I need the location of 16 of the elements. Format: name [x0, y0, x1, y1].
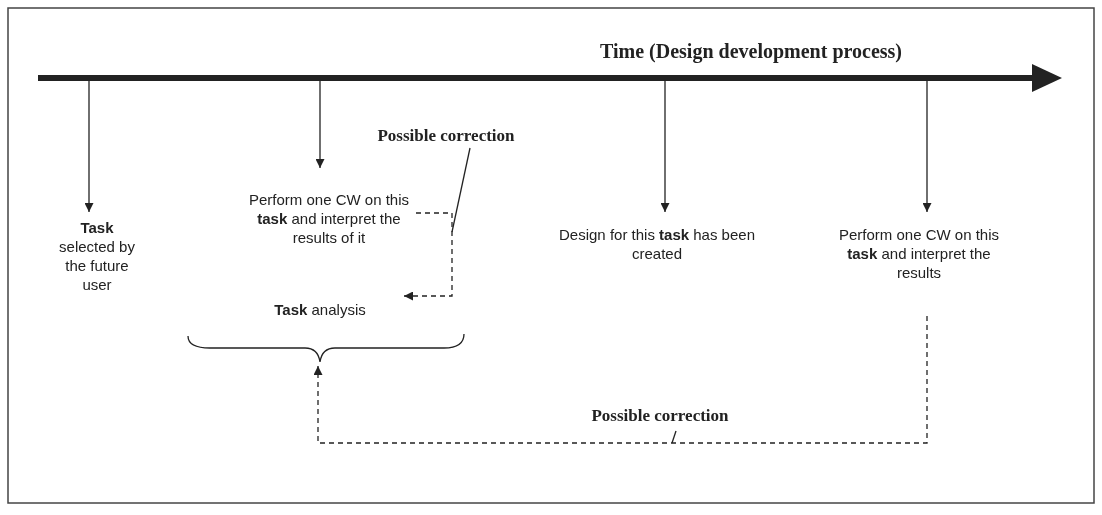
step-text: Perform one CW on this task and interpret the results of it	[248, 190, 410, 247]
axis-title: Time (Design development process)	[600, 42, 902, 61]
group-label: Task analysis	[240, 300, 400, 319]
leader-line	[451, 147, 471, 233]
arrow	[84, 80, 94, 213]
annotation-text: Possible correction	[356, 126, 536, 145]
step-text: Design for this task has been created	[537, 225, 777, 263]
arrow	[922, 80, 932, 213]
arrow	[315, 80, 325, 169]
step-text: Task selected by the future user	[52, 218, 142, 294]
arrow	[403, 212, 453, 301]
arrow	[660, 80, 670, 213]
arrow	[313, 315, 928, 444]
annotation-text: Possible correction	[570, 406, 750, 425]
step-text: Perform one CW on this task and interpret the results	[838, 225, 1000, 282]
leader-line	[671, 430, 677, 444]
